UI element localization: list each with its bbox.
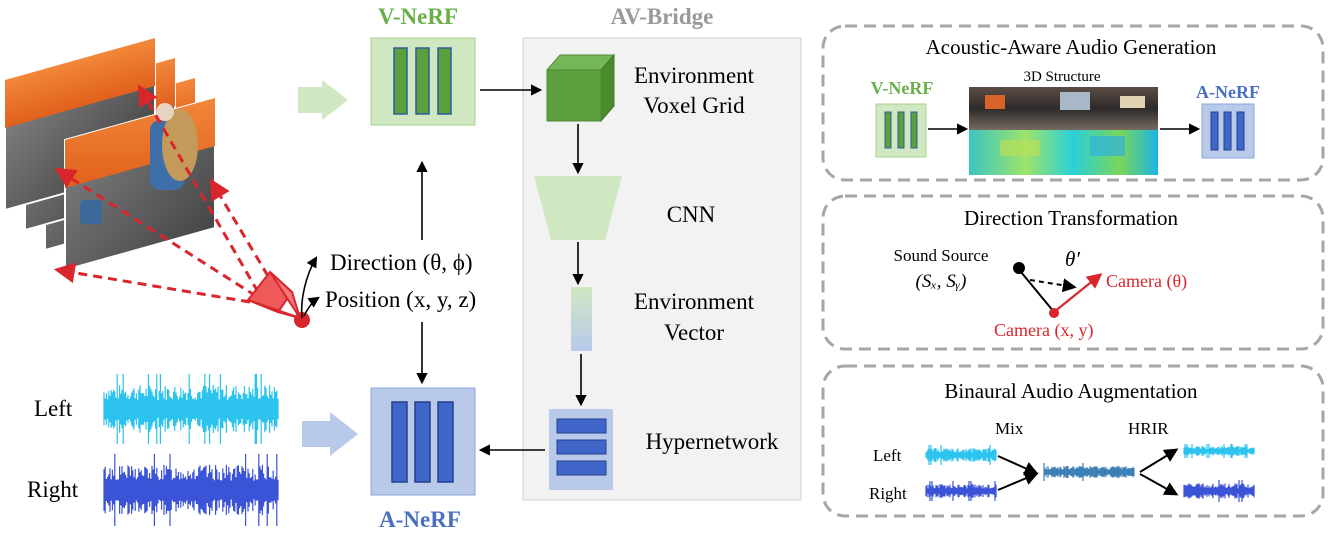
voxel-label-line1: Environment (634, 63, 755, 88)
camera-to-source-line (1020, 271, 1055, 313)
binaural-output-right-waveform (1183, 480, 1255, 502)
direction-arrow (300, 256, 318, 319)
video-frame-front (64, 96, 216, 272)
binaural-left-waveform (925, 445, 997, 465)
left-channel-label: Left (34, 396, 73, 421)
hypernetwork-block (549, 409, 613, 490)
sound-source-label-line2: (Sₓ, Sᵧ) (916, 271, 967, 292)
cnn-block (534, 176, 622, 240)
acoustic-anerf-label: A-NeRF (1196, 82, 1260, 102)
mix-to-left-output-arrow (1139, 448, 1179, 473)
angle-arc-arrow (1029, 278, 1077, 293)
camera-theta-label: Camera (θ) (1106, 271, 1187, 292)
binaural-mix-waveform (1043, 463, 1135, 481)
direction-label: Direction (θ, ϕ) (330, 250, 473, 275)
camera-heading-arrow (1053, 273, 1103, 313)
acoustic-vnerf-label: V-NeRF (871, 78, 934, 98)
position-arrow (303, 296, 320, 317)
right-channel-label: Right (27, 477, 79, 502)
voxel-label-line2: Voxel Grid (643, 93, 745, 118)
right-waveform (103, 454, 279, 526)
hrir-label: HRIR (1128, 419, 1169, 438)
camera-icon (246, 270, 310, 328)
mix-label: Mix (995, 419, 1024, 438)
video-to-vnerf-arrow (298, 80, 348, 120)
acoustic-panel (821, 24, 1325, 182)
acoustic-anerf-block (1201, 103, 1255, 159)
video-frames-stack (4, 36, 216, 272)
binaural-right-waveform (925, 481, 997, 501)
audio-to-anerf-arrow (302, 412, 358, 456)
vnerf-title: V-NeRF (378, 4, 458, 29)
vector-label-line2: Vector (664, 320, 724, 345)
sound-source-label-line1: Sound Source (894, 246, 989, 265)
position-label: Position (x, y, z) (325, 287, 476, 312)
environment-vector-block (571, 287, 592, 351)
avbridge-title: AV-Bridge (611, 4, 714, 29)
cnn-label: CNN (667, 202, 716, 227)
binaural-panel (821, 364, 1325, 518)
binaural-left-label: Left (873, 446, 902, 465)
anerf-block (370, 387, 476, 496)
sound-source-dot (1013, 262, 1025, 274)
left-to-mix-arrow (997, 455, 1039, 475)
theta-prime-label: θ′ (1065, 247, 1080, 271)
anerf-title: A-NeRF (379, 507, 461, 532)
camera-position-dot (1049, 308, 1059, 318)
acoustic-vnerf-block (875, 103, 927, 158)
camera-rays (53, 84, 270, 304)
direction-panel (821, 194, 1325, 351)
direction-panel-title: Direction Transformation (964, 206, 1179, 230)
hypernetwork-label: Hypernetwork (646, 429, 779, 454)
voxel-grid-cube (545, 53, 616, 123)
binaural-panel-title: Binaural Audio Augmentation (944, 379, 1198, 403)
structure-label: 3D Structure (1023, 69, 1100, 85)
right-to-mix-arrow (997, 471, 1039, 491)
acoustic-panel-title: Acoustic-Aware Audio Generation (926, 35, 1217, 59)
binaural-right-label: Right (869, 484, 907, 503)
3d-structure-image (969, 87, 1158, 175)
camera-xy-label: Camera (x, y) (994, 320, 1093, 341)
vector-label-line1: Environment (634, 289, 755, 314)
mix-to-right-output-arrow (1139, 473, 1179, 496)
binaural-output-left-waveform (1183, 444, 1255, 458)
vnerf-block (370, 37, 476, 126)
left-waveform (103, 374, 279, 444)
